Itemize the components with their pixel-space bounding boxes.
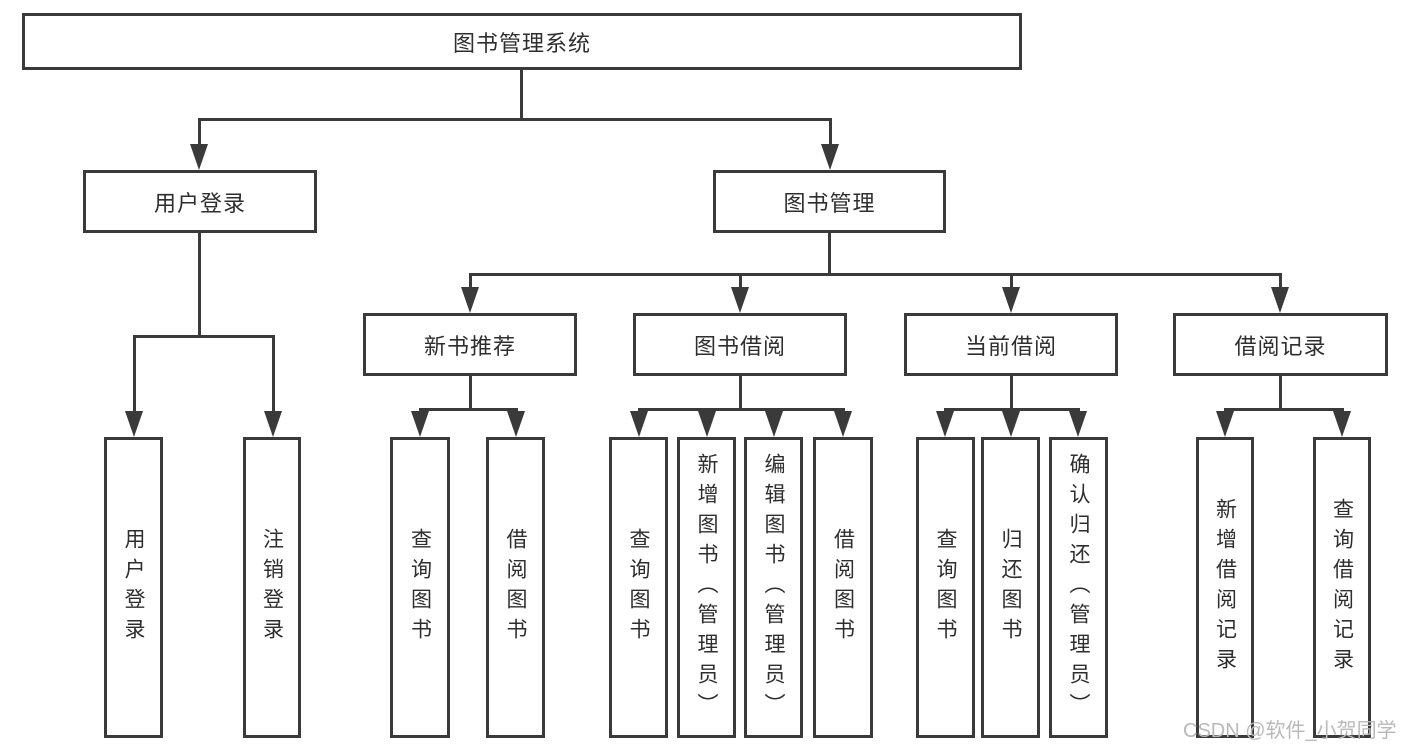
- node-label: 图书管理: [783, 190, 876, 216]
- node-leaf-query-books-borrowing: 查询图书: [609, 437, 668, 738]
- node-label: 编辑图书（管理员）: [762, 452, 785, 723]
- connector-line: [133, 335, 136, 413]
- node-label: 借阅图书: [504, 527, 527, 648]
- node-library-management-system: 图书管理系统: [22, 13, 1022, 70]
- node-new-book-recommendation: 新书推荐: [363, 313, 577, 376]
- node-leaf-add-books-admin: 新增图书（管理员）: [677, 437, 736, 738]
- node-leaf-return-books: 归还图书: [981, 437, 1040, 738]
- node-label: 查询图书: [627, 527, 650, 648]
- node-leaf-query-borrow-record: 查询借阅记录: [1313, 437, 1371, 738]
- node-leaf-logout: 注销登录: [243, 437, 301, 738]
- node-label: 归还图书: [999, 527, 1022, 648]
- node-label: 新增借阅记录: [1213, 497, 1237, 678]
- connector-line: [469, 273, 472, 295]
- arrowhead: [190, 144, 208, 170]
- connector-line: [198, 118, 832, 121]
- node-leaf-query-books-current: 查询图书: [916, 437, 975, 738]
- arrowhead: [125, 411, 143, 437]
- connector-line: [198, 233, 201, 335]
- connector-line: [1010, 273, 1013, 295]
- node-leaf-borrow-books-recommend: 借阅图书: [486, 437, 545, 738]
- node-leaf-query-books-recommend: 查询图书: [390, 437, 450, 738]
- connector-line: [829, 118, 832, 148]
- node-label: 查询借阅记录: [1330, 497, 1354, 678]
- node-label: 确认归还（管理员）: [1067, 452, 1090, 723]
- connector-line: [1279, 273, 1282, 295]
- connector-line: [272, 335, 275, 413]
- node-label: 新书推荐: [423, 333, 516, 359]
- arrowhead: [936, 411, 954, 437]
- arrowhead: [1002, 287, 1020, 313]
- node-label: 新增图书（管理员）: [695, 452, 718, 723]
- arrowhead: [1333, 411, 1351, 437]
- node-label: 当前借阅: [964, 333, 1057, 359]
- node-leaf-user-login: 用户登录: [104, 437, 163, 738]
- node-user-login: 用户登录: [83, 170, 317, 233]
- connector-line: [828, 233, 831, 273]
- node-label: 图书管理系统: [452, 30, 591, 56]
- arrowhead: [731, 287, 749, 313]
- connector-line: [638, 408, 845, 411]
- connector-line: [419, 408, 518, 411]
- arrowhead: [461, 287, 479, 313]
- connector-line: [133, 335, 274, 338]
- node-leaf-borrow-books: 借阅图书: [813, 437, 873, 738]
- node-label: 查询图书: [934, 527, 957, 648]
- connector-line: [198, 118, 201, 148]
- connector-line: [1010, 376, 1013, 408]
- arrowhead: [1002, 411, 1020, 437]
- connector-line: [469, 376, 472, 408]
- arrowhead: [264, 411, 282, 437]
- connector-line: [739, 376, 742, 408]
- arrowhead: [821, 144, 839, 170]
- node-label: 查询图书: [408, 527, 432, 648]
- connector-line: [1224, 408, 1344, 411]
- arrowhead: [1271, 287, 1289, 313]
- node-leaf-add-borrow-record: 新增借阅记录: [1196, 437, 1254, 738]
- node-label: 借阅图书: [831, 527, 855, 648]
- node-label: 借阅记录: [1234, 333, 1327, 359]
- arrowhead: [630, 411, 648, 437]
- arrowhead: [834, 411, 852, 437]
- connector-line: [739, 273, 742, 295]
- node-current-borrowing: 当前借阅: [904, 313, 1118, 376]
- node-book-management: 图书管理: [713, 170, 946, 233]
- node-label: 用户登录: [153, 190, 246, 216]
- node-book-borrowing: 图书借阅: [633, 313, 847, 376]
- node-leaf-edit-books-admin: 编辑图书（管理员）: [744, 437, 803, 738]
- connector-line: [469, 273, 1282, 276]
- connector-line: [1279, 376, 1282, 408]
- connector-line: [520, 69, 523, 118]
- node-label: 注销登录: [260, 527, 284, 648]
- csdn-watermark: CSDN @软件_小贺同学: [1183, 720, 1397, 742]
- arrowhead: [411, 411, 429, 437]
- arrowhead: [765, 411, 783, 437]
- node-label: 用户登录: [122, 527, 145, 648]
- arrowhead: [507, 411, 525, 437]
- node-borrowing-records: 借阅记录: [1173, 313, 1388, 376]
- node-leaf-confirm-return-admin: 确认归还（管理员）: [1049, 437, 1108, 738]
- arrowhead: [1216, 411, 1234, 437]
- node-label: 图书借阅: [693, 333, 786, 359]
- arrowhead: [1069, 411, 1087, 437]
- arrowhead: [698, 411, 716, 437]
